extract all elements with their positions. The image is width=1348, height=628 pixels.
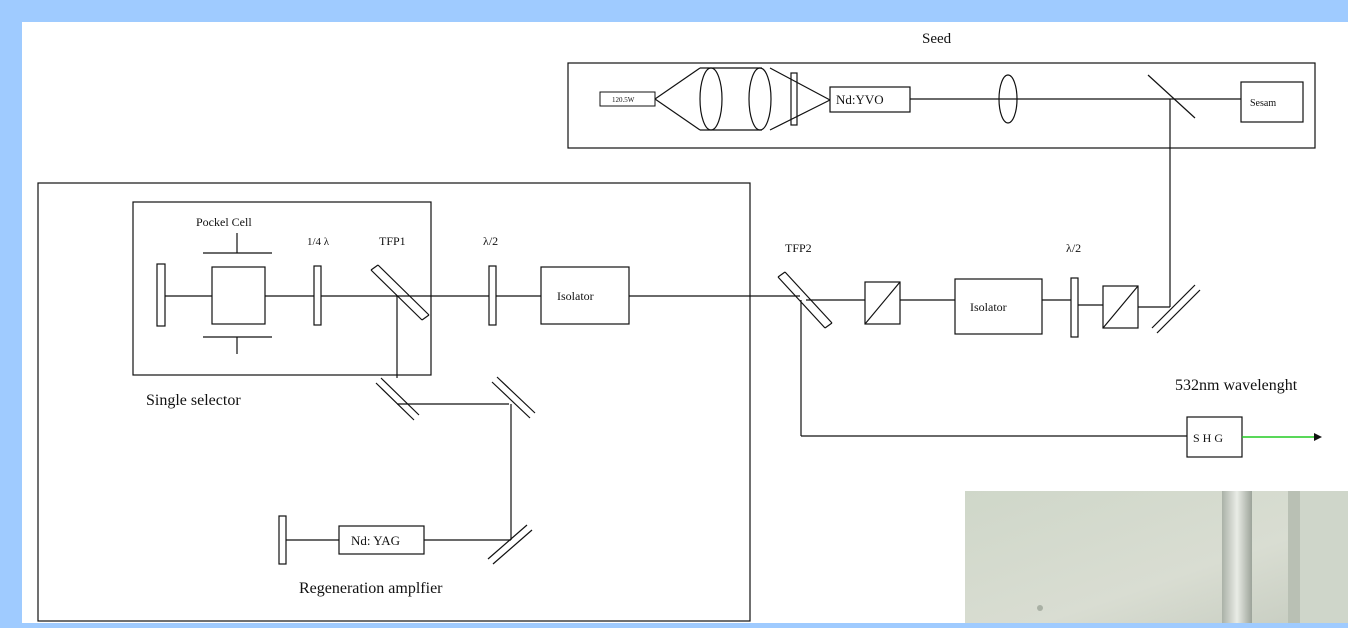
regen-amplifier-caption: Regeneration amplfier <box>299 580 443 597</box>
tfp1-label: TFP1 <box>379 234 406 248</box>
half-wave-label-2: λ/2 <box>1066 241 1081 255</box>
isolator-1-label: Isolator <box>557 289 594 303</box>
tfp2-label: TFP2 <box>785 241 812 255</box>
sesam-label: Sesam <box>1250 98 1276 109</box>
quarter-wave-label: 1/4 λ <box>307 236 330 248</box>
wavelength-label: 532nm wavelenght <box>1175 377 1298 394</box>
diode-label: 120.5W <box>612 96 635 104</box>
isolator-2-label: Isolator <box>970 300 1007 314</box>
single-selector-caption: Single selector <box>146 392 241 409</box>
pockel-cell-label: Pockel Cell <box>196 215 252 229</box>
nd-yvo-label: Nd:YVO <box>836 92 884 107</box>
photo-thumbnail <box>965 491 1348 623</box>
shg-label: S H G <box>1193 431 1223 445</box>
nd-yag-label: Nd: YAG <box>351 533 400 548</box>
half-wave-label-1: λ/2 <box>483 234 498 248</box>
seed-title: Seed <box>922 31 952 47</box>
